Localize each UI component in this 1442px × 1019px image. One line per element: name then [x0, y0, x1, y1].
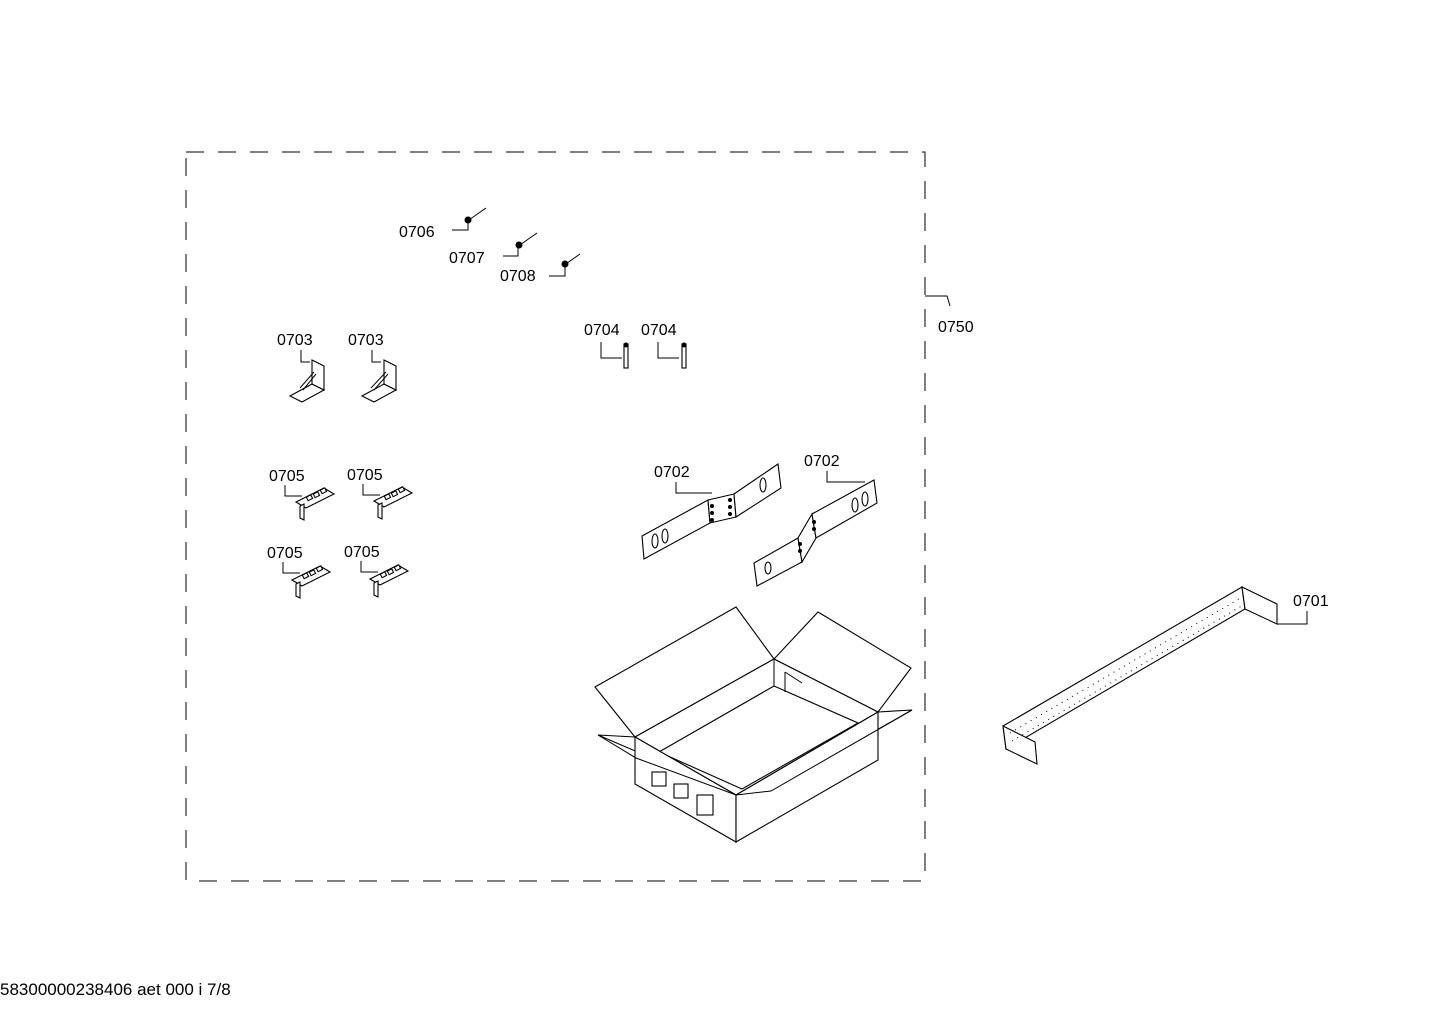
clip-0705-a: [284, 485, 336, 521]
pin-0704-a: [600, 342, 629, 369]
drawing-footer-id: 58300000238406 aet 000 i 7/8: [0, 980, 231, 999]
screw-0706: [452, 207, 487, 231]
label-0706: 0706: [399, 224, 435, 241]
label-0703-b: 0703: [348, 332, 384, 349]
label-0704-b: 0704: [641, 322, 677, 339]
label-0708: 0708: [500, 268, 536, 285]
label-0705-b: 0705: [347, 467, 383, 484]
screw-0707: [503, 232, 538, 257]
label-0705-d: 0705: [344, 544, 380, 561]
angle-bracket-0703-a: [288, 350, 326, 403]
clip-0705-b: [362, 484, 414, 520]
kit-boundary: [185, 151, 926, 882]
label-0705-c: 0705: [267, 545, 303, 562]
label-0750: 0750: [938, 319, 974, 336]
label-0702-b: 0702: [804, 453, 840, 470]
support-bar-0701: [1002, 586, 1308, 765]
label-0702-a: 0702: [654, 464, 690, 481]
clip-0705-c: [282, 562, 332, 599]
label-0707: 0707: [449, 250, 485, 267]
clip-0705-d: [360, 561, 410, 598]
angle-bracket-0703-b: [360, 350, 398, 403]
screw-0708: [549, 253, 581, 277]
label-0705-a: 0705: [269, 468, 305, 485]
mounting-strap-0702-b: [753, 471, 878, 587]
label-0704-a: 0704: [584, 322, 620, 339]
leader-0750: [925, 295, 951, 307]
mounting-strap-0702-a: [641, 463, 782, 560]
cardboard-box: [594, 606, 913, 843]
pin-0704-b: [657, 342, 687, 369]
label-0703-a: 0703: [277, 332, 313, 349]
label-0701: 0701: [1293, 593, 1329, 610]
